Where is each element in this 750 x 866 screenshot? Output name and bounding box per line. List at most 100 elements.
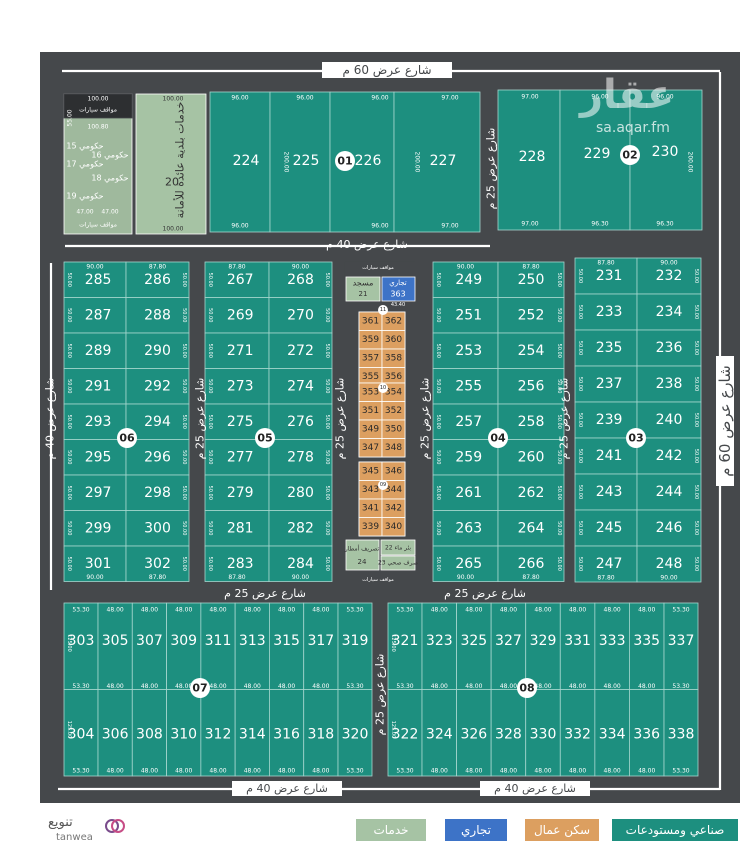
labor-lot-label-344: 344 [385, 485, 402, 495]
block06-row-dim-l-0: 50.00 [66, 273, 72, 287]
block03-row-dim-l-0: 50.00 [577, 269, 583, 283]
block06-row-dim-r-8: 50.00 [181, 557, 187, 571]
block07-lot-317 [303, 602, 339, 690]
center-parking-bottom: مواقف سيارات [362, 577, 394, 583]
block07-lot-312 [200, 689, 236, 777]
block08-dim-mid-1: 48.00 [431, 683, 448, 690]
block04-row-dim-r-7: 50.00 [556, 521, 562, 535]
block07-dim-top-7: 48.00 [312, 607, 329, 614]
block04-dim-top-r: 87.80 [522, 264, 539, 271]
block08-dim-bot-8: 53.30 [672, 768, 689, 775]
block05-row-dim-l-6: 50.00 [207, 486, 213, 500]
labor-lot-label-342: 342 [385, 504, 402, 514]
block02-dim-3: 97.00 [521, 221, 538, 228]
block07-dim-bot-1: 48.00 [107, 768, 124, 775]
block06-lot-label-289: 289 [85, 343, 112, 359]
block02-dim-5: 96.30 [656, 221, 673, 228]
block08-lot-label-336: 336 [633, 727, 660, 743]
block04-lot-265 [432, 545, 499, 582]
block05-lot-281 [204, 510, 270, 547]
block03-row-dim-r-4: 50.00 [693, 413, 699, 427]
block08-lot-label-326: 326 [460, 727, 487, 743]
block04-row-dim-r-5: 50.00 [556, 450, 562, 464]
labor-lot-label-361: 361 [362, 317, 379, 327]
block01-circle [335, 151, 355, 171]
block03-dim-bot-r: 90.00 [660, 575, 677, 582]
block07-dim-mid-3: 48.00 [175, 683, 192, 690]
labor-lot-label-358: 358 [385, 354, 402, 364]
commercial-label: تجاري [389, 279, 407, 287]
gov-dim-top: 100.00 [88, 96, 109, 103]
block01-dim-5: 96.00 [371, 223, 388, 230]
block07-dim-mid-2: 48.00 [141, 683, 158, 690]
block02-dim-2: 96.00 [656, 94, 673, 101]
block06-lot-302 [125, 545, 190, 582]
block03-lot-label-236: 236 [656, 340, 683, 356]
service-label: خدمات بلدية عائدة للأمانة [173, 102, 187, 219]
service-dim-bottom: 100.00 [163, 226, 184, 233]
block03-row-dim-l-2: 50.00 [577, 341, 583, 355]
block07-lot-label-316: 316 [273, 727, 300, 743]
block04-lot-262 [497, 474, 565, 511]
block04-lot-254 [497, 332, 565, 369]
block07-dim-mid-7: 48.00 [312, 683, 329, 690]
block06-row-dim-r-5: 50.00 [181, 450, 187, 464]
street-label-v-left: شارع عرض 25 م [193, 377, 207, 460]
block03-lot-label-234: 234 [656, 304, 683, 320]
block05-row-dim-r-1: 50.00 [324, 308, 330, 322]
block03-lot-label-240: 240 [656, 412, 683, 428]
block06-row-dim-l-4: 50.00 [66, 415, 72, 429]
block07-dim-top-6: 48.00 [278, 607, 295, 614]
block04-row-dim-l-1: 50.00 [435, 308, 441, 322]
block08-dim-top-4: 48.00 [534, 607, 551, 614]
block04-lot-label-258: 258 [518, 414, 545, 430]
block01-lot-label-227: 227 [430, 153, 457, 169]
service-dim-top: 100.00 [163, 96, 184, 103]
mosque-lot [345, 276, 381, 302]
block04-row-dim-l-6: 50.00 [435, 486, 441, 500]
block07-side-dim-a: 125.00 [66, 634, 72, 652]
labor-lot-label-339: 339 [362, 522, 379, 532]
block05-row-dim-l-0: 50.00 [207, 273, 213, 287]
block08-dim-top-1: 48.00 [431, 607, 448, 614]
block07-lot-label-311: 311 [205, 633, 232, 649]
block06-lot-288 [125, 297, 190, 334]
block08-lot-327 [490, 602, 527, 690]
block04-row-dim-r-3: 50.00 [556, 379, 562, 393]
block08-dim-bot-5: 48.00 [569, 768, 586, 775]
commercial-num: 363 [390, 290, 405, 299]
block07-dim-mid-4: 48.00 [209, 683, 226, 690]
tanwea-logo-icon [104, 815, 126, 837]
service-num: 20 [165, 176, 179, 189]
block03-lot-237 [574, 365, 638, 403]
block08-lot-label-325: 325 [460, 633, 487, 649]
block03-lot-label-231: 231 [596, 268, 623, 284]
block07-lot-label-305: 305 [102, 633, 129, 649]
block06-lot-label-300: 300 [144, 520, 171, 536]
block01-number: 01 [337, 155, 352, 168]
block02-lot-230 [629, 89, 703, 231]
block03-lot-236 [636, 329, 702, 367]
block03-lot-240 [636, 401, 702, 439]
block07-dim-bot-7: 48.00 [312, 768, 329, 775]
block03-row-dim-r-1: 50.00 [693, 305, 699, 319]
block06-lot-label-288: 288 [144, 307, 171, 323]
block07-lot-label-318: 318 [307, 727, 334, 743]
gov-lot-label-19: حكومي 19 [66, 192, 103, 201]
block06-lot-label-290: 290 [144, 343, 171, 359]
block04-lot-label-251: 251 [455, 307, 482, 323]
block02-lot-label-230: 230 [652, 144, 679, 160]
block06-lot-299 [63, 510, 127, 547]
block08-lot-label-338: 338 [668, 727, 695, 743]
labor-lot-348 [381, 438, 406, 458]
block07-lot-306 [97, 689, 133, 777]
labor-lot-label-359: 359 [362, 335, 379, 345]
block05-row-dim-r-7: 50.00 [324, 521, 330, 535]
block03-lot-232 [636, 257, 702, 295]
block04-row-dim-r-1: 50.00 [556, 308, 562, 322]
block07-lot-label-309: 309 [170, 633, 197, 649]
block07-dim-top-3: 48.00 [175, 607, 192, 614]
block02-lot-label-228: 228 [519, 149, 546, 165]
block07-dim-top-4: 48.00 [209, 607, 226, 614]
